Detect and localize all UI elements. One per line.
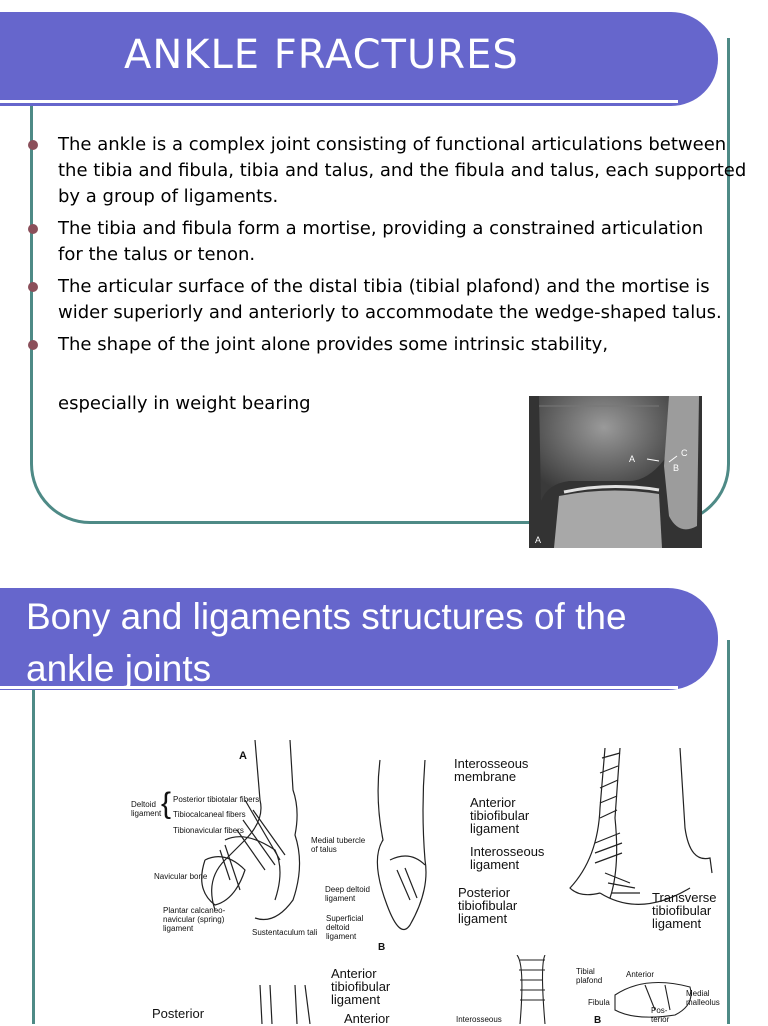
bullet-item: The articular surface of the distal tibi… bbox=[28, 274, 760, 326]
posterior-tibiotalar-label: Posterior tibiotalar fibers bbox=[173, 795, 260, 804]
interosseous-ligament-label: Interosseous ligament bbox=[470, 844, 545, 872]
fibula-label: Fibula bbox=[588, 998, 610, 1007]
medial-malleolus-label: Medial malleolus bbox=[686, 989, 720, 1007]
medial-tubercle-label: Medial tubercle of talus bbox=[311, 836, 366, 854]
bullet-icon bbox=[28, 224, 38, 234]
superficial-deltoid-label: Superficial deltoid ligament bbox=[326, 914, 364, 941]
sustentaculum-label: Sustentaculum tali bbox=[252, 928, 318, 937]
slide-frame bbox=[30, 38, 730, 524]
xray-label-a: A bbox=[629, 454, 635, 464]
title-underline bbox=[0, 100, 678, 103]
navicular-label: Navicular bone bbox=[154, 872, 208, 881]
ankle-xray-image: A B C A bbox=[529, 396, 702, 548]
bullet-list: The ankle is a complex joint consisting … bbox=[28, 132, 760, 364]
anterior-label: Anterior bbox=[344, 1011, 390, 1026]
xray-label-c: C bbox=[681, 448, 688, 458]
xray-panel-label: A bbox=[535, 535, 541, 545]
tibionavicular-label: Tibionavicular fibers bbox=[173, 826, 244, 835]
interosseous-membrane-label: Interosseous membrane bbox=[454, 756, 529, 784]
slide-frame-right bbox=[727, 640, 730, 1024]
anterior-tibiofibular-label: Anterior tibiofibular ligament bbox=[470, 795, 530, 836]
tibial-plafond-label: Tibial plafond bbox=[576, 967, 603, 985]
panel-b-label-2: B bbox=[594, 1015, 602, 1026]
panel-b-label: B bbox=[378, 942, 386, 953]
transverse-tibiofibular-label: Transverse tibiofibular ligament bbox=[652, 890, 717, 931]
anterior-arrow-label: Anterior bbox=[626, 970, 655, 979]
posterior-tibiofibular-label: Posterior tibiofibular ligament bbox=[458, 885, 518, 926]
title-banner: ANKLE FRACTURES bbox=[0, 12, 718, 106]
bullet-continuation: especially in weight bearing bbox=[58, 393, 311, 414]
posterior-label: Posterior bbox=[152, 1006, 205, 1021]
talus-plafond-drawing bbox=[516, 955, 692, 1024]
anterior-tibiofibular-label-2: Anterior tibiofibular ligament bbox=[331, 966, 391, 1007]
slide-title: Bony and ligaments structures of the ank… bbox=[26, 596, 627, 689]
bullet-item: The tibia and fibula form a mortise, pro… bbox=[28, 216, 718, 268]
tibiofibular-ligament-drawing bbox=[569, 748, 713, 905]
tibiocalcaneal-label: Tibiocalcaneal fibers bbox=[173, 810, 246, 819]
deep-deltoid-label: Deep deltoid ligament bbox=[325, 885, 370, 903]
posterior-arrow-label: Pos- terior bbox=[651, 1006, 670, 1024]
bullet-item: The shape of the joint alone provides so… bbox=[28, 332, 760, 358]
deltoid-ligament-drawing bbox=[201, 740, 427, 930]
deltoid-brace-icon: { bbox=[161, 787, 172, 820]
slide-title: ANKLE FRACTURES bbox=[124, 32, 519, 78]
posterior-view-drawing bbox=[259, 985, 311, 1024]
slide-frame-left bbox=[32, 690, 35, 1024]
bullet-icon bbox=[28, 340, 38, 350]
title-underline bbox=[0, 686, 678, 689]
bullet-icon bbox=[28, 140, 38, 150]
bullet-item: The ankle is a complex joint consisting … bbox=[28, 132, 760, 210]
plantar-ligament-label: Plantar calcaneo- navicular (spring) lig… bbox=[163, 906, 226, 933]
xray-label-b: B bbox=[673, 463, 679, 473]
title-banner: Bony and ligaments structures of the ank… bbox=[0, 588, 718, 690]
deltoid-ligament-label: Deltoid ligament bbox=[131, 800, 162, 818]
interosseous-label: Interosseous bbox=[456, 1015, 502, 1024]
panel-a-label: A bbox=[239, 750, 247, 762]
bullet-icon bbox=[28, 282, 38, 292]
